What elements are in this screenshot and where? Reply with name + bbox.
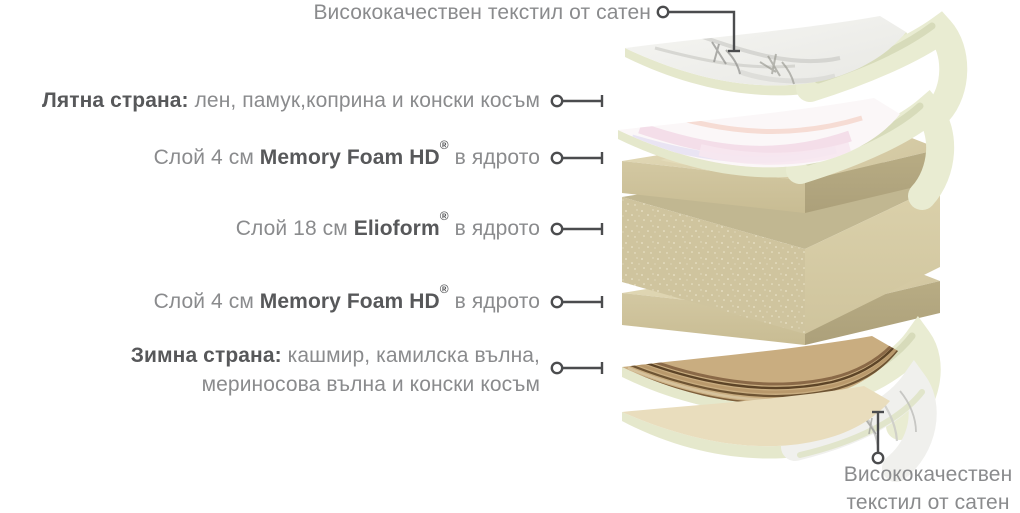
connector-dot	[871, 451, 885, 465]
sheet-curl	[796, 11, 968, 126]
sheet-curl	[786, 89, 955, 210]
connector-dot	[656, 5, 670, 19]
label-text: кашмир, камилска вълна,	[281, 344, 540, 367]
elioform-front-face	[622, 197, 805, 334]
foam-slab-side-face	[805, 149, 940, 213]
label-strong-text: Зимна страна:	[130, 344, 282, 367]
label-line-1: Висококачествен	[843, 463, 1013, 486]
label-memory-foam-bottom: Слой 4 см Memory Foam HD® в ядрото	[153, 283, 540, 316]
satin-bottom-sheet	[622, 360, 937, 482]
label-satin-top: Висококачествен текстил от сатен	[313, 0, 651, 26]
connectors	[550, 5, 885, 465]
foam-slab-front-face	[622, 293, 805, 345]
sheet-top-surface-marble	[625, 16, 906, 86]
connector-summer-side	[550, 94, 604, 108]
summer-side-sheet	[618, 89, 955, 210]
label-elioform: Слой 18 см Elioform® в ядрото	[235, 210, 540, 243]
foam-slab-side-face	[805, 281, 940, 345]
connector-dot	[550, 222, 564, 236]
connector-elioform	[550, 222, 604, 236]
label-line-2: текстил от сатен	[846, 491, 1010, 513]
label-line-2: мериносова вълна и конски косъм	[201, 373, 540, 396]
label-strong-text: Memory Foam HD	[259, 290, 440, 313]
registered-trademark: ®	[439, 282, 449, 296]
label-text: Слой 18 см	[235, 217, 354, 240]
label-text: в ядрото	[448, 290, 540, 313]
elioform-side-face	[805, 185, 940, 334]
label-text: лен, памук,коприна и конски косъм	[188, 89, 540, 112]
connector-memory-foam-top	[550, 151, 604, 165]
label-strong-text: Лятна страна:	[42, 89, 189, 112]
label-summer-side: Лятна страна: лен, памук,коприна и конск…	[42, 87, 540, 115]
connector-dot	[550, 151, 564, 165]
connector-dot	[550, 361, 564, 375]
label-text: Слой 4 см	[153, 290, 260, 313]
label-text: в ядрото	[448, 217, 540, 240]
connector-dot	[550, 94, 564, 108]
label-strong-text: Elioform	[353, 217, 440, 240]
label-text: в ядрото	[448, 146, 540, 169]
foam-slab-front-face	[622, 161, 805, 213]
satin-top-sheet	[625, 11, 968, 126]
label-text: Слой 4 см	[153, 146, 260, 169]
registered-trademark: ®	[439, 209, 449, 223]
label-line-1: Зимна страна: кашмир, камилска вълна,	[131, 341, 540, 370]
sheet-top-surface	[622, 386, 890, 447]
connector-dot	[550, 295, 564, 309]
connector-winter-side	[550, 361, 604, 375]
registered-trademark: ®	[439, 138, 449, 152]
label-memory-foam-top: Слой 4 см Memory Foam HD® в ядрото	[153, 139, 540, 172]
connector-satin-top	[656, 5, 740, 53]
connector-memory-foam-bottom	[550, 295, 604, 309]
label-winter-side: Зимна страна: кашмир, камилска вълна, ме…	[131, 341, 540, 399]
connector-satin-bottom	[871, 410, 885, 465]
marble-print-streaks	[654, 34, 841, 85]
label-satin-bottom: Висококачествен текстил от сатен	[826, 461, 1020, 513]
label-text: Висококачествен текстил от сатен	[313, 1, 651, 24]
label-strong-text: Memory Foam HD	[259, 146, 440, 169]
